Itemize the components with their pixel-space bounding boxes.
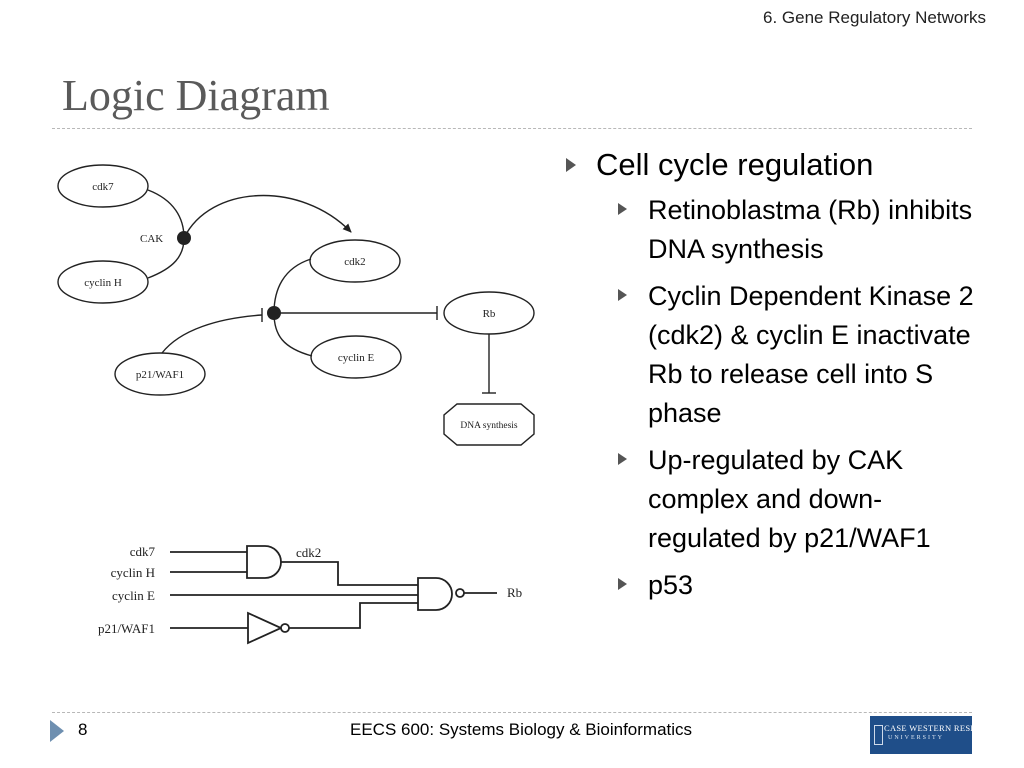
label-cdk2: cdk2 [344, 256, 365, 268]
edge-cyclinE-complex [273, 312, 313, 357]
logic-circuit [170, 545, 497, 645]
bullet-list: Cell cycle regulation Retinoblastma (Rb)… [560, 145, 990, 613]
node-cdk7 [57, 164, 149, 208]
circuit-label-rb: Rb [507, 585, 522, 600]
circuit-label-cyclin-h: cyclin H [111, 565, 155, 580]
circuit-label-cdk7: cdk7 [130, 544, 156, 559]
node-dna-synthesis [443, 403, 535, 446]
not-gate-bubble [280, 623, 290, 633]
bullet-sub: Up-regulated by CAK complex and down-reg… [560, 441, 990, 558]
label-cdk7: cdk7 [92, 181, 114, 193]
nand-gate-bubble [455, 588, 465, 598]
edge-cdk2-complex [273, 258, 312, 314]
cak-junction [177, 231, 191, 245]
edge-cak-cdk2 [183, 194, 352, 239]
bullet-sub: p53 [560, 566, 990, 605]
bullet-sub-text: p53 [648, 570, 694, 600]
circuit-labels: cdk7 cyclin H cyclin E p21/WAF1 cdk2 Rb [98, 544, 522, 636]
label-cyclin-e: cyclin E [338, 352, 375, 364]
node-cdk2 [309, 239, 401, 283]
circuit-label-cyclin-e: cyclin E [112, 588, 155, 603]
network-labels: cdk7 cyclin H CAK cdk2 cyclin E p21/WAF1… [84, 181, 518, 431]
not-gate [247, 611, 284, 645]
bullet-arrow-icon [566, 158, 576, 172]
nand-gate [417, 577, 453, 611]
circuit-label-cdk2: cdk2 [296, 545, 321, 560]
wire-cdk2 [281, 561, 418, 586]
bullet-arrow-icon [618, 453, 627, 465]
node-cyclin-h [57, 260, 149, 304]
bullet-arrow-icon [618, 203, 627, 215]
complex-junction [267, 306, 281, 320]
network-diagram [57, 164, 535, 446]
bullet-sub: Cyclin Dependent Kinase 2 (cdk2) & cycli… [560, 277, 990, 433]
node-p21 [114, 352, 206, 396]
title-divider [52, 128, 972, 129]
label-cak: CAK [140, 233, 163, 245]
bullet-sub-text: Cyclin Dependent Kinase 2 (cdk2) & cycli… [648, 281, 974, 428]
bullet-sub: Retinoblastma (Rb) inhibits DNA synthesi… [560, 191, 990, 269]
bullet-sub-text: Up-regulated by CAK complex and down-reg… [648, 445, 931, 553]
edge-cdk7-cak [147, 189, 185, 239]
label-dna-synthesis: DNA synthesis [460, 421, 518, 431]
bullet-main-text: Cell cycle regulation [596, 147, 874, 182]
slide-title: Logic Diagram [62, 71, 330, 120]
logo-line-1: CASE WESTERN RESERVE [884, 723, 994, 733]
footer-divider [52, 712, 972, 713]
label-rb: Rb [483, 308, 496, 320]
footer-arrow-icon [50, 720, 64, 742]
diagrams-panel: cdk7 cyclin H CAK cdk2 cyclin E p21/WAF1… [57, 164, 535, 645]
bullet-arrow-icon [618, 578, 627, 590]
edge-p21-complex [161, 314, 263, 354]
and-gate [246, 545, 282, 579]
label-cyclin-h: cyclin H [84, 277, 122, 289]
wire-p21-inverted [289, 602, 418, 629]
page-number: 8 [78, 720, 88, 739]
node-cyclin-e [310, 335, 402, 379]
logo-line-2: UNIVERSITY [888, 735, 944, 741]
logo-mark-icon [874, 725, 883, 745]
bullet-main: Cell cycle regulation [560, 145, 990, 185]
circuit-label-p21: p21/WAF1 [98, 621, 155, 636]
university-logo: CASE WESTERN RESERVE UNIVERSITY [870, 716, 993, 754]
section-label: 6. Gene Regulatory Networks [763, 8, 986, 27]
bullet-sub-text: Retinoblastma (Rb) inhibits DNA synthesi… [648, 195, 973, 264]
footer-course-title: EECS 600: Systems Biology & Bioinformati… [350, 720, 693, 739]
bullet-arrow-icon [618, 289, 627, 301]
label-p21: p21/WAF1 [136, 369, 184, 381]
